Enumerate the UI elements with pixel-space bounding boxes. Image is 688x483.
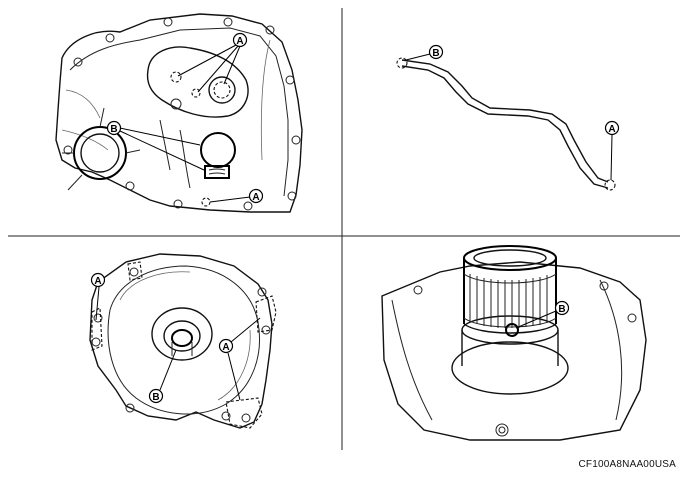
callout-a-label-pipe: A: [608, 124, 615, 135]
callout-a-leader-pipe: [610, 134, 613, 181]
panel-bottom-right-bearing: B: [381, 245, 647, 441]
cover-bolt-bosses: [91, 267, 271, 423]
dashed-seal-upper-left: [170, 71, 182, 83]
callout-a-circle-cover-right: [218, 338, 234, 354]
case-ribs: [61, 39, 271, 161]
callout-a-circle-cover-left: [90, 272, 106, 288]
callout-b-label-bearing: B: [558, 304, 565, 315]
case-outline: [55, 13, 303, 213]
cover-face-shading: [119, 271, 251, 401]
pipe-end-b: [396, 57, 408, 69]
callout-b-label-pipe: B: [432, 48, 439, 59]
callout-b-leader-pipe: [405, 53, 431, 61]
callout-a-label-lower: A: [252, 192, 259, 203]
callout-a-label-cover-left: A: [94, 276, 101, 287]
dashed-seal-upper-right: [213, 81, 231, 99]
bearing-top-inner: [473, 249, 547, 267]
case-ribs-right: [391, 279, 623, 421]
hub-outer: [151, 307, 213, 361]
callout-a-circle-pipe: [604, 120, 620, 136]
callout-a-circle-lower: [248, 188, 264, 204]
callout-a-label-cover-right: A: [222, 342, 229, 353]
collar-base: [451, 341, 569, 395]
callout-b-leader-bearing: [515, 310, 557, 329]
cover-inner-face: [107, 265, 260, 415]
callout-b-leader-cover: [159, 349, 177, 391]
case-webs: [159, 119, 191, 189]
small-boss: [170, 98, 182, 110]
left-bore-spokes: [62, 107, 141, 191]
panel-top-right-pipe: B A: [396, 44, 620, 191]
upper-right-bore: [208, 76, 236, 104]
left-bore-outer: [73, 126, 127, 180]
dashed-seal-upper-mid: [191, 88, 201, 98]
dashed-region-right-upper: [255, 295, 277, 333]
callout-b-label: B: [110, 124, 117, 135]
callout-b-circle-cover: [148, 388, 164, 404]
bearing-pin: [505, 323, 519, 337]
callout-a-leaders-cover-right: [227, 317, 261, 401]
left-bore-inner: [80, 133, 120, 173]
collar-top: [461, 315, 559, 345]
highlight-box: [204, 165, 230, 179]
bearing-bottom: [463, 323, 557, 334]
callout-b-label-cover: B: [152, 392, 159, 403]
dashed-region-right-lower: [225, 397, 263, 429]
callout-a-leader-lower: [209, 196, 251, 203]
middle-bore: [200, 132, 236, 168]
callout-a-label-top: A: [236, 36, 243, 47]
callout-a-leaders-top: [177, 44, 241, 93]
pipe-lower-edge: [401, 65, 609, 189]
case-face: [381, 261, 647, 441]
bearing-sides: [463, 258, 557, 324]
hub-shaft: [171, 342, 193, 356]
upper-boss-cluster: [146, 46, 249, 118]
bearing-knurl: [463, 273, 557, 328]
panel-top-left-case: A A B: [55, 13, 303, 213]
cover-outline: [89, 253, 273, 429]
case-inner-edge: [69, 27, 289, 197]
panel-bottom-left-cover: A A B: [89, 253, 277, 429]
flange-bosses: [63, 17, 301, 211]
callout-a-leader-cover-left: [95, 286, 100, 321]
callout-b-leaders: [119, 127, 205, 171]
hub-mid: [163, 320, 201, 352]
dashed-seal-lower: [201, 197, 211, 207]
dashed-region-top: [127, 261, 143, 281]
figure-code: CF100A8NAA00USA: [578, 459, 676, 470]
highlight-box-detail: [208, 168, 226, 175]
callout-b-circle-bearing: [554, 300, 570, 316]
collar-sides: [461, 330, 559, 366]
pipe-end-a: [604, 179, 616, 191]
hub-bore: [171, 329, 193, 347]
callout-b-circle-pipe: [428, 44, 444, 60]
case-bosses-right: [413, 281, 637, 437]
pipe-upper-edge: [401, 59, 609, 183]
